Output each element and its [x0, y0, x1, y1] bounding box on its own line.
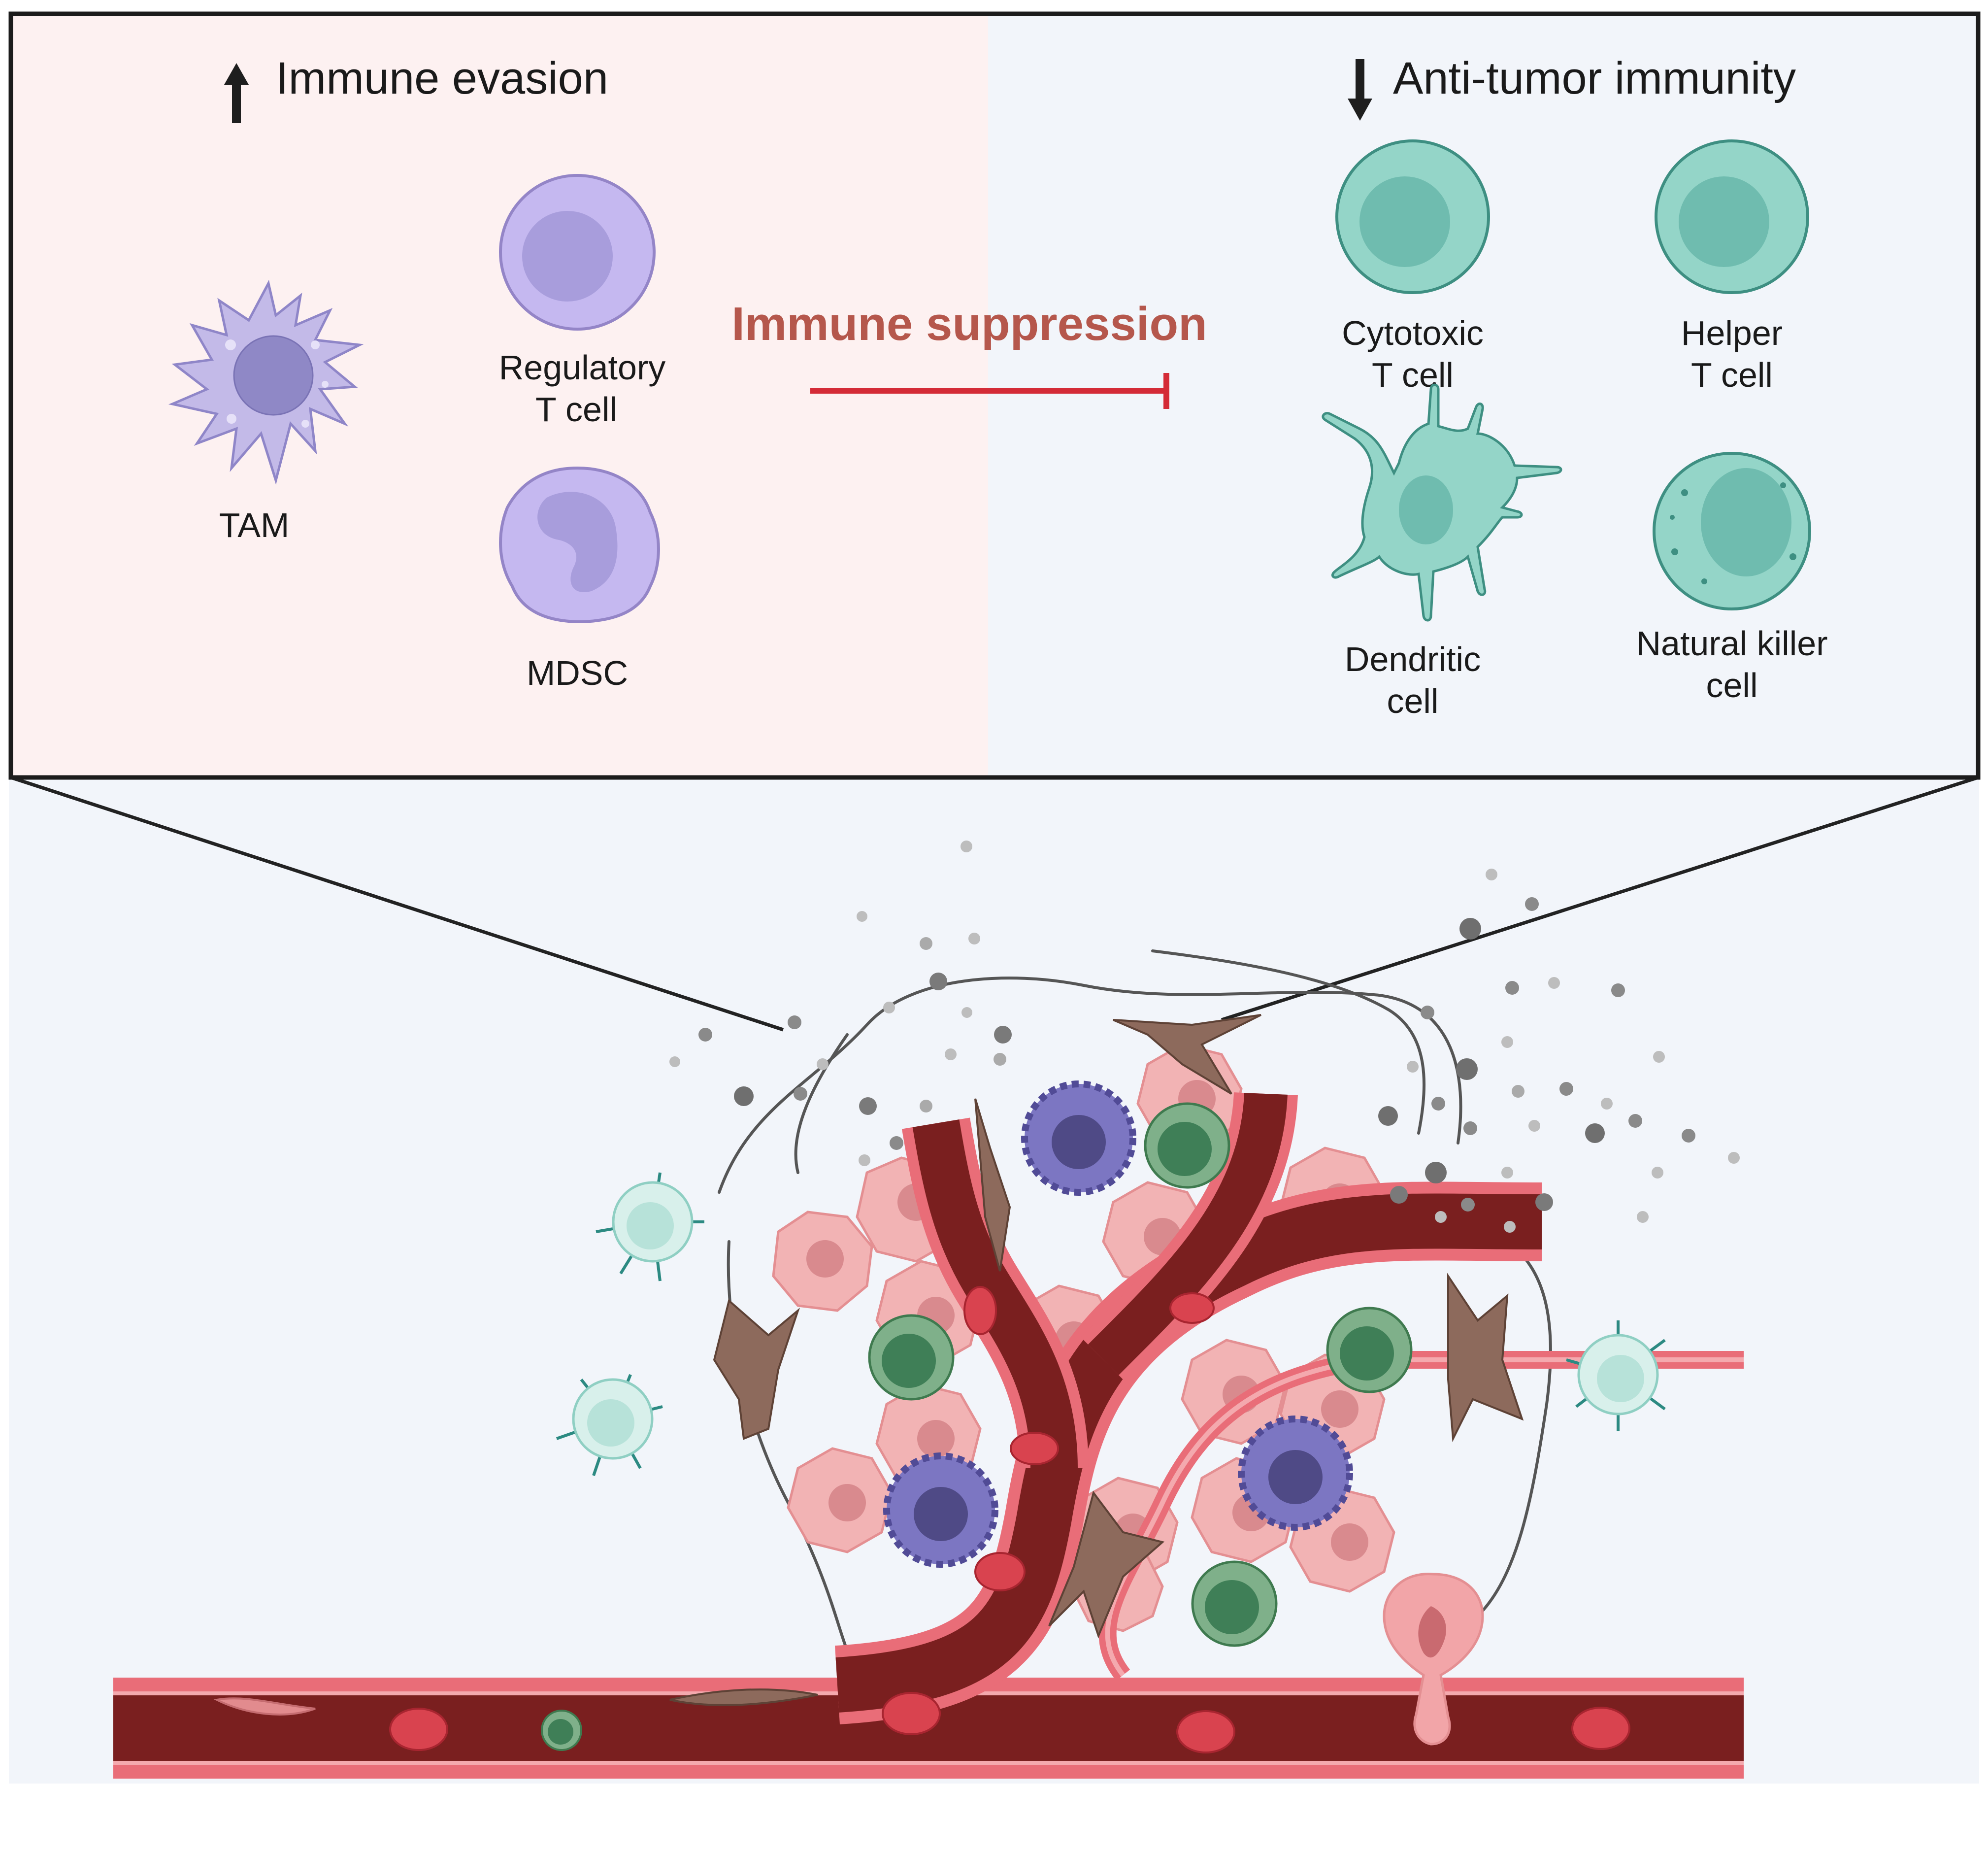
secreted-factor-dot: [1559, 1082, 1573, 1096]
natural-killer-cell-label-line2: cell: [1706, 666, 1757, 705]
secreted-factor-dot: [1728, 1152, 1740, 1164]
regulatory-t-cell-label-line2: T cell: [535, 390, 617, 429]
secreted-factor-dot: [1378, 1106, 1398, 1126]
secreted-factor-dot: [1501, 1036, 1513, 1048]
secreted-factor-dot: [1525, 897, 1539, 911]
secreted-factor-dot: [1390, 1186, 1408, 1204]
cytotoxic-t-cell-label-line1: Cytotoxic: [1342, 314, 1484, 352]
secreted-factor-dot: [1653, 1051, 1665, 1063]
secreted-factor-dot: [1548, 977, 1560, 989]
secreted-factor-dot: [1628, 1114, 1642, 1128]
secreted-factor-dot: [1461, 1198, 1475, 1212]
secreted-factor-dot: [1421, 1006, 1434, 1019]
tam-label: TAM: [219, 506, 290, 544]
secreted-factor-dot: [1407, 1061, 1419, 1073]
secreted-factor-dot: [1501, 1167, 1513, 1179]
secreted-factor-dot: [1652, 1167, 1663, 1179]
cytotoxic-t-cell-icon: [1335, 139, 1490, 294]
zoom-connector-lines: [10, 775, 1979, 1032]
secreted-factor-dot: [994, 1026, 1012, 1044]
secreted-factor-dot: [698, 1028, 712, 1042]
regulatory-t-cell-icon: [499, 174, 656, 331]
secreted-factor-dot: [1535, 1193, 1553, 1211]
secreted-factor-dot: [1505, 981, 1519, 995]
tam-cell-icon: [168, 279, 364, 485]
regulatory-t-cell-label-line1: Regulatory: [499, 348, 666, 387]
secreted-factor-dot: [920, 937, 932, 950]
secreted-factor-dot: [945, 1048, 957, 1060]
secreted-factor-dot: [994, 1053, 1006, 1066]
secreted-factor-dot: [961, 1007, 972, 1018]
intravasating-tumor-cell: [1383, 1573, 1484, 1746]
secreted-factor-dot: [1431, 1097, 1445, 1111]
natural-killer-cell-icon: [1653, 452, 1811, 610]
secreted-factor-dot: [794, 1087, 807, 1101]
up-arrow-icon: [224, 63, 249, 123]
cytotoxic-t-cells-in-tumor: [541, 1102, 1413, 1751]
red-blood-cells: [389, 1286, 1630, 1753]
secreted-factor-dot: [961, 841, 972, 852]
secreted-factor-dot: [817, 1058, 828, 1070]
anti-tumor-panel: [988, 14, 1978, 777]
secreted-factor-dot: [859, 1154, 870, 1166]
secreted-factor-dot: [734, 1086, 754, 1106]
secreted-factor-dot: [968, 933, 980, 944]
secreted-factor-dot: [669, 1056, 680, 1067]
secreted-factor-dot: [1504, 1221, 1516, 1233]
secreted-factors: [669, 841, 1740, 1233]
secreted-factor-dot: [1585, 1123, 1605, 1143]
secreted-factor-dot: [883, 1002, 895, 1013]
inhibition-line-icon: [810, 373, 1169, 409]
secreted-factor-dot: [1528, 1120, 1540, 1132]
secreted-factor-dot: [859, 1097, 877, 1115]
secreted-factor-dot: [788, 1015, 801, 1029]
secreted-factor-dot: [1456, 1058, 1478, 1080]
secreted-factor-dot: [857, 911, 867, 922]
panel-border: [8, 11, 1981, 780]
secreted-factor-dot: [929, 973, 947, 990]
anti-tumor-immunity-title: Anti-tumor immunity: [1393, 53, 1796, 103]
secreted-factor-dot: [1435, 1211, 1447, 1223]
tams-in-tumor: [883, 1080, 1353, 1568]
secreted-factor-dot: [1637, 1211, 1649, 1223]
mdsc-cell-icon: [499, 466, 660, 624]
dendritic-cell-icon: [1322, 383, 1562, 622]
secreted-factor-dot: [1611, 983, 1625, 997]
secreted-factor-dot: [1682, 1129, 1695, 1143]
secreted-factor-dot: [1512, 1085, 1524, 1098]
immune-evasion-title: Immune evasion: [276, 53, 608, 103]
down-arrow-icon: [1348, 59, 1372, 121]
mdsc-label: MDSC: [527, 654, 628, 692]
secreted-factor-dot: [1486, 869, 1497, 880]
zoom-panel: [8, 11, 1981, 780]
natural-killer-cell-label-line1: Natural killer: [1636, 624, 1828, 663]
secreted-factor-dot: [920, 1100, 932, 1112]
secreted-factor-dot: [1463, 1121, 1477, 1135]
cancer-associated-fibroblasts: [213, 1014, 1524, 1716]
helper-t-cell-icon: [1655, 139, 1809, 294]
dendritic-cell-label-line1: Dendritic: [1345, 640, 1481, 678]
t-cells-with-receptors: [556, 1172, 1666, 1476]
secreted-factor-dot: [890, 1136, 903, 1150]
secreted-factor-dot: [1425, 1162, 1447, 1183]
secreted-factor-dot: [1459, 918, 1481, 940]
secreted-factor-dot: [1601, 1098, 1613, 1110]
blood-vessel-network: [113, 1092, 1744, 1779]
immune-evasion-panel: [11, 14, 988, 777]
helper-t-cell-label-line1: Helper: [1681, 314, 1783, 352]
helper-t-cell-label-line2: T cell: [1691, 356, 1773, 394]
dendritic-cell-label-line2: cell: [1387, 682, 1438, 720]
cytotoxic-t-cell-label-line2: T cell: [1372, 356, 1454, 394]
immune-suppression-label: Immune suppression: [731, 298, 1207, 350]
